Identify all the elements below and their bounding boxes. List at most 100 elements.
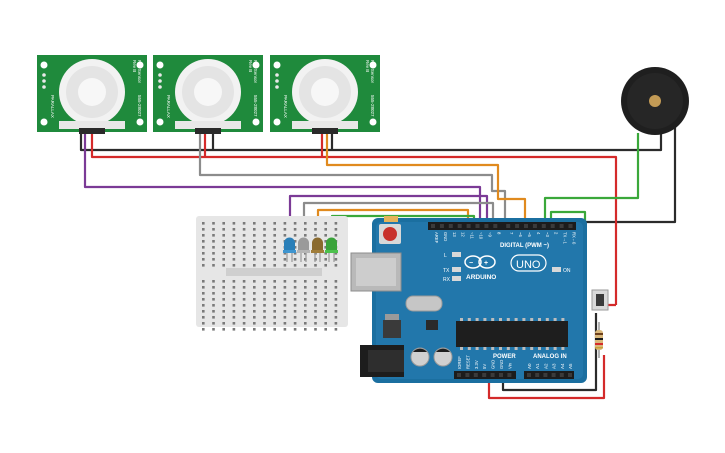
pir-rev: Rev B (365, 60, 370, 72)
wire-black-button-gnd (501, 313, 598, 392)
digital-pin-label: 7 (509, 232, 514, 235)
jumper-pad (158, 85, 162, 89)
mounting-hole (273, 118, 281, 126)
digital-pin-label: RX←0 (572, 232, 577, 245)
digital-pin-label: 8 (496, 232, 501, 235)
jumper-pad (158, 73, 162, 77)
rx-led-label: RX (443, 277, 451, 283)
l-led-label: L (444, 253, 447, 259)
digital-pin-label: 13 (452, 232, 457, 237)
digital-pin-label: ~9 (487, 232, 492, 237)
power-pin-label: GND (491, 360, 496, 369)
digital-label: DIGITAL (PWM ~) (500, 243, 549, 249)
jumper-pad (158, 79, 162, 83)
mounting-hole (156, 118, 164, 126)
dc-jack-inner (368, 350, 404, 372)
led-body (298, 237, 309, 252)
digital-pin-label: 2 (554, 232, 559, 235)
led-2[interactable] (297, 237, 310, 262)
arduino-brand: ARDUINO (466, 274, 496, 281)
digital-pin-label: ~11 (470, 232, 475, 239)
power-pin-label: IOREF (457, 356, 462, 369)
led-body (312, 237, 324, 252)
digital-pin-label: ~5 (527, 232, 532, 237)
breadboard-holes (202, 222, 338, 331)
atmega-chip (456, 321, 568, 347)
analog-pin-label: A2 (543, 363, 548, 369)
resistor-band-2 (595, 338, 603, 340)
piezo-buzzer[interactable] (621, 67, 689, 135)
svg-text:+: + (484, 260, 488, 267)
jumper-pad (275, 79, 279, 83)
capacitor-1-mark (413, 348, 427, 352)
mounting-hole (252, 118, 260, 126)
digital-pin-label: GND (443, 232, 448, 241)
analog-label: ANALOG IN (533, 354, 567, 360)
usb-port-inner (356, 258, 396, 286)
mounting-hole (136, 61, 144, 69)
led-3[interactable] (311, 237, 324, 262)
on-led-label: ON (563, 268, 571, 274)
pir-brand: PARALLAX (166, 95, 171, 118)
mounting-hole (369, 61, 377, 69)
pir-part: 555-28027 (137, 95, 142, 117)
led-rim (311, 250, 324, 253)
pir-dome-base (175, 121, 241, 129)
mini-breadboard[interactable] (196, 216, 348, 331)
mounting-hole (156, 61, 164, 69)
reset-button[interactable] (383, 227, 397, 241)
capacitor-2 (433, 347, 453, 367)
pir-rev: Rev B (248, 60, 253, 72)
push-button-cap (596, 294, 604, 306)
mounting-hole (273, 61, 281, 69)
pir-label: PIR Sensor (137, 60, 142, 84)
resistor (595, 322, 603, 358)
voltage-regulator (383, 320, 401, 338)
led-group (283, 237, 338, 262)
digital-pin-label: ~3 (545, 232, 550, 237)
led-body (326, 237, 337, 252)
wire-red-5v-bus (90, 133, 618, 305)
chip-pins (460, 318, 565, 350)
digital-pin-label: TX→1 (563, 232, 568, 245)
tx-led (452, 267, 461, 272)
digital-pin-label: 4 (536, 232, 541, 235)
on-led (552, 267, 561, 272)
led-body (284, 237, 295, 252)
digital-pin-label: ~10 (479, 232, 484, 240)
breadboard-channel (226, 268, 322, 276)
wire-purple-sensor1 (83, 133, 482, 226)
pir-header (312, 128, 338, 134)
digital-pin-label: 12 (461, 232, 466, 237)
power-pin-label: GND (499, 360, 504, 369)
l-led (452, 252, 461, 257)
led-rim (283, 250, 296, 253)
pir-dome-base (292, 121, 358, 129)
resistor-band-1 (595, 333, 603, 335)
bottom-pin-holes (457, 373, 572, 377)
pir-label: PIR Sensor (370, 60, 375, 84)
pir-part: 555-28027 (370, 95, 375, 117)
resistor-band-3 (595, 343, 603, 345)
power-label: POWER (493, 354, 516, 360)
push-button[interactable] (591, 289, 609, 311)
led-1[interactable] (283, 237, 296, 262)
mounting-hole (40, 118, 48, 126)
resistor-band-4 (595, 347, 603, 349)
wire-green-buzzer (543, 133, 640, 226)
mounting-hole (136, 118, 144, 126)
led-rim (325, 250, 338, 253)
digital-pin-holes (431, 224, 573, 228)
led-4[interactable] (325, 237, 338, 262)
analog-pin-label: A0 (527, 363, 532, 369)
jumper-pad (42, 73, 46, 77)
buzzer-hole (649, 95, 661, 107)
